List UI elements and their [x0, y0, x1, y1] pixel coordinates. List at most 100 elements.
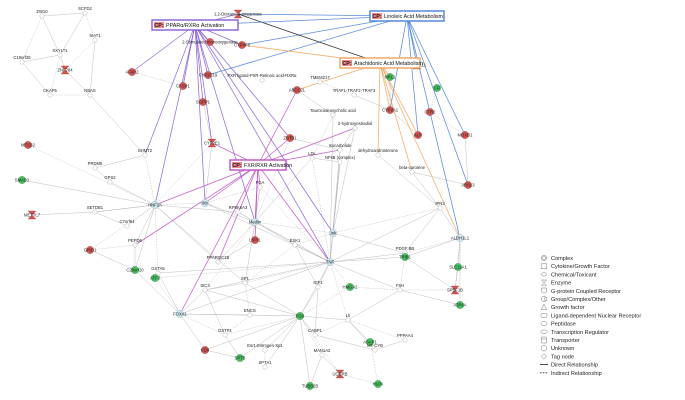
node-shape	[426, 108, 434, 116]
gene-node[interactable]: LIFR1	[249, 236, 261, 244]
canonical-pathway-ppar[interactable]: CP:PPARα/RXRα Activation	[151, 19, 239, 31]
canonical-pathway-linoleic[interactable]: CP:Linoleic Acid Metabolism	[369, 10, 445, 22]
gene-node[interactable]: MOXD1	[458, 131, 474, 139]
gene-node[interactable]: GSTA5	[151, 266, 165, 276]
gene-node[interactable]: CYP4F8	[234, 41, 251, 49]
gene-node[interactable]: Esr1-Estrogen-Sp1	[247, 343, 283, 353]
node-shape	[128, 68, 136, 76]
gene-node[interactable]: ATP6A	[454, 301, 467, 309]
gene-node[interactable]: CD9	[201, 346, 210, 354]
gene-node[interactable]: ABCC2L	[289, 86, 306, 94]
gene-node[interactable]: SPEF1B	[447, 285, 463, 295]
gene-node[interactable]: Mediin	[249, 218, 262, 226]
gene-node[interactable]: SHMT2	[138, 148, 153, 158]
gene-node[interactable]: C20orf20	[126, 266, 144, 274]
gene-node[interactable]: SGPP1	[196, 98, 211, 106]
gene-node[interactable]: CKAP5	[43, 88, 58, 98]
gene-node[interactable]: TRIB1	[399, 253, 412, 261]
gene-node[interactable]: Taurocodeoxycholic acid	[310, 108, 356, 118]
gene-node[interactable]: SCFD2	[78, 6, 93, 16]
gene-node[interactable]: TRAF1-TRAF2-TRAF3	[333, 88, 376, 98]
gene-node[interactable]: IPN3	[435, 201, 445, 211]
gene-node[interactable]: Jnk	[329, 229, 337, 237]
gene-node[interactable]: NBAS	[84, 88, 96, 98]
gene-node[interactable]: MT-CYB	[367, 343, 383, 353]
gene-node[interactable]: 2-hydroxyestradiol	[338, 121, 372, 131]
gene-node[interactable]: HMGA2	[343, 283, 359, 291]
gene-node[interactable]: SIAT1	[89, 33, 101, 43]
gene-node[interactable]: FSH	[396, 283, 404, 293]
gene-node[interactable]: 1,2-Dioxane-1-oxygenase	[214, 9, 263, 19]
gene-node[interactable]: MTSS2	[21, 141, 36, 149]
gene-node[interactable]: MAN1A2	[314, 348, 331, 358]
gene-node[interactable]: PEPD6	[128, 238, 143, 248]
gene-node[interactable]: Lh	[345, 313, 351, 323]
pathway-edge	[257, 89, 298, 166]
gene-node[interactable]: ZW10	[36, 9, 48, 19]
node-shape	[456, 301, 464, 309]
gene-node[interactable]: SPTA1	[259, 360, 273, 370]
gene-node[interactable]: SMAD2	[15, 176, 30, 184]
gene-node[interactable]: CASP1	[176, 82, 191, 90]
gene-node[interactable]: dehydroandrosterone	[358, 148, 399, 158]
gene-node[interactable]: CABP1	[308, 328, 323, 338]
gene-node[interactable]: CFI	[433, 84, 441, 92]
gene-node[interactable]: LDL	[308, 151, 317, 161]
relationship-edge	[314, 319, 349, 336]
gene-node[interactable]: PRDM5	[88, 161, 103, 171]
gene-node[interactable]: FGA	[256, 180, 265, 190]
gene-node[interactable]: RP5K6A3	[229, 205, 248, 215]
gene-node[interactable]: IGF1	[313, 280, 323, 290]
node-shape	[454, 263, 462, 271]
gene-node[interactable]: ATF3	[150, 274, 161, 282]
gene-node[interactable]: ALP	[414, 131, 422, 139]
gene-node[interactable]: 2-Stimulated monooxygenase	[182, 38, 238, 46]
gene-node[interactable]: FOXA1	[173, 310, 188, 318]
pathway-edge	[194, 24, 331, 263]
node-shape	[461, 131, 469, 139]
gene-node[interactable]: XXYLT1	[52, 48, 68, 58]
gene-node[interactable]: UQCRB	[332, 369, 348, 379]
gene-node[interactable]: PPPAA4	[397, 333, 414, 343]
gene-node[interactable]: ZBTB1	[283, 134, 297, 142]
gene-node[interactable]: GRID1	[84, 246, 97, 254]
gene-node[interactable]: SPTB	[235, 354, 246, 362]
gene-node[interactable]: TUBB2B	[302, 382, 318, 390]
gene-node[interactable]: ENCG	[244, 308, 256, 318]
gene-node[interactable]: METTL7	[24, 210, 41, 220]
gene-node[interactable]: FOS	[296, 312, 305, 320]
gene-node[interactable]: PXR ligand-PXR-Retinoic acid-RXRα	[228, 73, 298, 83]
gene-node[interactable]: ZNF284	[57, 65, 73, 75]
gene-node[interactable]: beta-carotene	[399, 165, 426, 175]
gene-node[interactable]: SIC3	[200, 283, 210, 293]
gene-node[interactable]: CYP2A1	[382, 106, 399, 114]
gene-node[interactable]: ARSL3	[461, 181, 475, 189]
gene-node[interactable]: C7orf64	[120, 219, 136, 229]
gene-node[interactable]: CYP2C19	[199, 71, 218, 79]
gene-node[interactable]: GPS2	[104, 175, 116, 185]
canonical-pathway-arachidonic[interactable]: CP:Arachidonic Acid Metabolism	[339, 57, 423, 69]
canonical-pathway-fxr[interactable]: CP:FXR/RXR Activation	[229, 159, 292, 171]
gene-node[interactable]: CYP2E1	[204, 138, 221, 148]
gene-node[interactable]: C19orf25	[13, 55, 31, 65]
node-shape	[257, 184, 263, 190]
gene-node[interactable]: PPARGC1B	[207, 255, 230, 265]
gene-node[interactable]: NFkB (complex)	[325, 155, 356, 165]
gene-node[interactable]: Isocarbolide	[329, 143, 352, 153]
gene-node[interactable]: GSTP1	[218, 328, 233, 338]
gene-node[interactable]: Ikb	[201, 199, 209, 207]
gene-node[interactable]: TNF	[326, 258, 335, 266]
gene-node[interactable]: TMEM217	[310, 75, 330, 85]
gene-node[interactable]: SLC11A1	[449, 263, 467, 271]
gene-node[interactable]: HNF1A	[148, 201, 162, 209]
gene-node[interactable]: ASAP1	[363, 338, 377, 346]
gene-node[interactable]: HLPA	[373, 380, 384, 388]
gene-node[interactable]: CTR2	[425, 108, 437, 116]
gene-node[interactable]: AFAP2	[125, 68, 139, 76]
gene-node[interactable]: ALDH1L1	[451, 234, 470, 242]
relationship-edge	[254, 221, 334, 234]
gene-node[interactable]: ESK1	[290, 238, 301, 248]
gene-node[interactable]: SP1	[241, 276, 250, 286]
gene-node[interactable]: NRL1	[385, 73, 396, 81]
gene-node[interactable]: SETDB1	[87, 205, 104, 215]
